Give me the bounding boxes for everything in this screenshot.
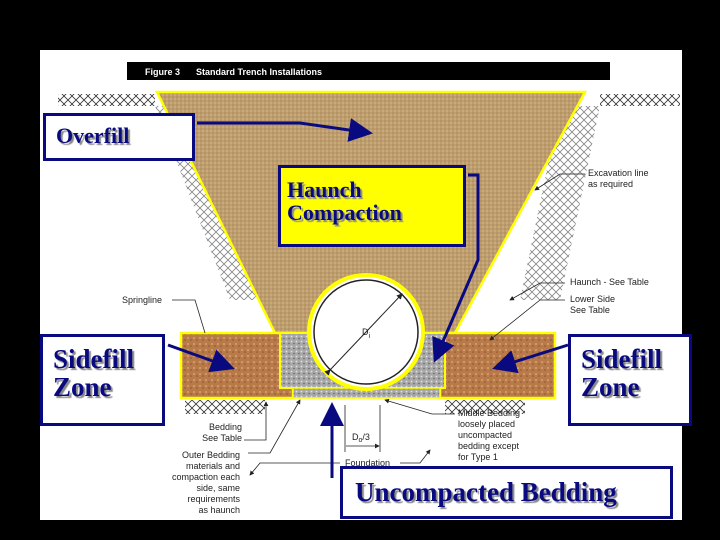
haunch-label: Haunch - See Table (570, 277, 649, 287)
sidefill-zone-left-callout: Sidefill Zone (40, 334, 165, 426)
uncompacted-bedding-callout: Uncompacted Bedding (340, 466, 673, 519)
callout-arrows (167, 118, 569, 478)
callout-line: Compaction (287, 200, 402, 226)
sidefill-zone-left (179, 331, 295, 400)
springline-label: Springline (122, 295, 162, 305)
sidefill-zone-right (438, 331, 557, 400)
figure-title: Standard Trench Installations (196, 67, 322, 77)
figure-number: Figure 3 (145, 67, 180, 77)
figure-title-bar (127, 62, 610, 80)
sidefill-zone-right-callout: Sidefill Zone (568, 334, 692, 426)
callout-line: Sidefill (581, 344, 663, 374)
haunch-compaction-callout: Haunch Compaction (278, 165, 466, 247)
foundation-label: Foundation (345, 458, 390, 468)
annotation-lines (172, 173, 585, 476)
di-dimension (324, 293, 403, 376)
callout-line: Haunch (287, 177, 362, 202)
callout-line: Zone (53, 372, 112, 403)
di-label: Di (362, 327, 371, 340)
overfill-callout: Overfill (43, 113, 195, 161)
do-label: Do/3 (352, 432, 370, 444)
callout-line: Zone (581, 372, 640, 403)
callout-line: Sidefill (53, 344, 135, 374)
